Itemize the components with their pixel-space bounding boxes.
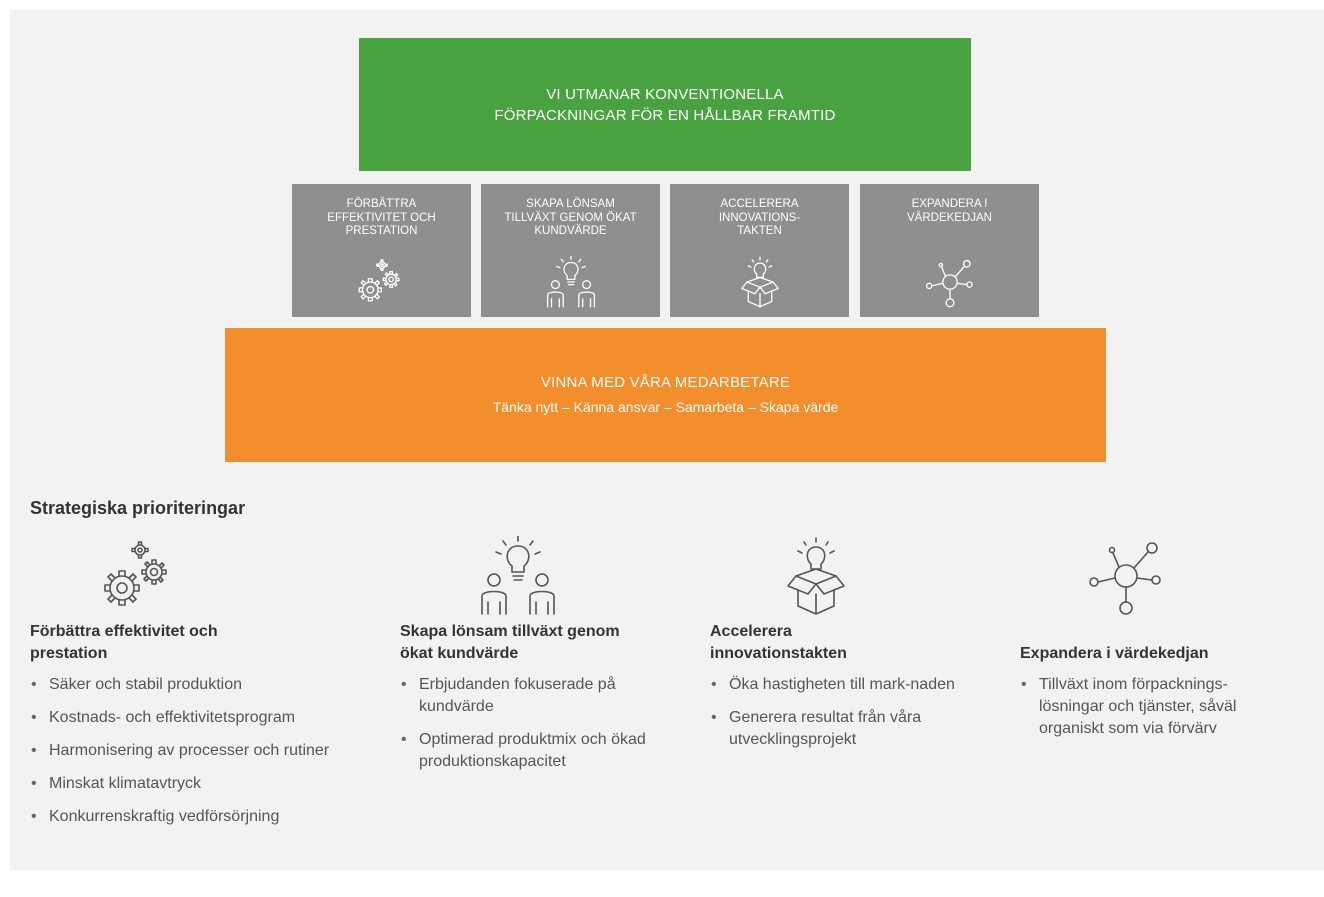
foundation-title: VINNA MED VÅRA MEDARBETARE bbox=[540, 374, 791, 391]
priority-bullet-list: Öka hastigheten till mark-naden Generera… bbox=[710, 674, 985, 751]
pillar-value-chain: EXPANDERA I VÄRDEKEDJAN bbox=[860, 184, 1039, 317]
gears-icon bbox=[104, 541, 167, 606]
priority-title: Accelerera innovationstakten bbox=[710, 623, 847, 662]
pillar-label-line: KUNDVÄRDE bbox=[534, 225, 607, 237]
priority-bullet-list: Säker och stabil produktion Kostnads- oc… bbox=[30, 674, 380, 828]
network-icon bbox=[925, 259, 973, 308]
network-icon bbox=[1089, 542, 1161, 615]
list-item: Kostnads- och effektivitetsprogram bbox=[30, 707, 380, 729]
gears-icon bbox=[358, 259, 400, 302]
priority-bullet-list: Tillväxt inom förpacknings-lösningar och… bbox=[1020, 674, 1305, 740]
list-item: Generera resultat från våra utvecklingsp… bbox=[710, 707, 985, 751]
pillar-label-line: TAKTEN bbox=[737, 225, 782, 237]
pillar-growth: SKAPA LÖNSAM TILLVÄXT GENOM ÖKAT KUNDVÄR… bbox=[481, 184, 660, 317]
pillar-label-line: SKAPA LÖNSAM bbox=[526, 198, 615, 210]
vision-line-1: VI UTMANAR KONVENTIONELLA bbox=[546, 85, 784, 103]
priority-bullet-list: Erbjudanden fokuserade på kundvärde Opti… bbox=[400, 674, 685, 773]
vision-box: VI UTMANAR KONVENTIONELLA FÖRPACKNINGAR … bbox=[359, 38, 971, 171]
pillar-label-line: INNOVATIONS- bbox=[718, 211, 801, 224]
pillar-innovation: ACCELERERA INNOVATIONS- TAKTEN bbox=[670, 184, 849, 317]
pillar-efficiency: FÖRBÄTTRA EFFEKTIVITET OCH PRESTATION bbox=[292, 184, 471, 317]
pillar-label-line: EXPANDERA I bbox=[911, 198, 988, 210]
pillar-label-line: TILLVÄXT GENOM ÖKAT bbox=[504, 211, 637, 224]
pillar-label-line: VÄRDEKEDJAN bbox=[907, 211, 992, 224]
priority-title: Förbättra effektivitet och prestation bbox=[30, 623, 218, 662]
pillar-label-line: PRESTATION bbox=[345, 225, 418, 237]
priority-efficiency: Förbättra effektivitet och prestation Sä… bbox=[30, 621, 380, 839]
pillar-label-line: ACCELERERA bbox=[720, 198, 799, 210]
priority-growth: Skapa lönsam tillväxt genom ökat kundvär… bbox=[400, 621, 685, 784]
list-item: Konkurrenskraftig vedförsörjning bbox=[30, 806, 380, 828]
box-lightbulb-icon bbox=[787, 537, 845, 615]
section-title: Strategiska prioriteringar bbox=[30, 498, 246, 518]
foundation-box: VINNA MED VÅRA MEDARBETARE Tänka nytt – … bbox=[225, 328, 1106, 462]
foundation-values: Tänka nytt – Känna ansvar – Samarbeta – … bbox=[492, 399, 839, 415]
list-item: Tillväxt inom förpacknings-lösningar och… bbox=[1020, 674, 1284, 740]
list-item: Säker och stabil produktion bbox=[30, 674, 380, 696]
list-item: Minskat klimatavtryck bbox=[30, 773, 380, 795]
pillar-label-line: EFFEKTIVITET OCH bbox=[327, 211, 436, 224]
pillar-label-line: FÖRBÄTTRA bbox=[346, 198, 417, 210]
list-item: Erbjudanden fokuserade på kundvärde bbox=[400, 674, 685, 718]
people-lightbulb-icon bbox=[546, 256, 595, 308]
list-item: Öka hastigheten till mark-naden bbox=[710, 674, 959, 696]
priority-innovation: Accelerera innovationstakten Öka hastigh… bbox=[710, 621, 985, 762]
list-item: Optimerad produktmix och ökad produktion… bbox=[400, 729, 685, 773]
box-lightbulb-icon bbox=[740, 256, 779, 308]
priority-value-chain: Expandera i värdekedjan Tillväxt inom fö… bbox=[1020, 643, 1305, 751]
list-item: Harmonisering av processer och rutiner bbox=[30, 740, 349, 762]
vision-line-2: FÖRPACKNINGAR FÖR EN HÅLLBAR FRAMTID bbox=[494, 106, 836, 124]
people-lightbulb-icon bbox=[481, 536, 555, 615]
priority-title: Expandera i värdekedjan bbox=[1020, 645, 1209, 662]
priority-title: Skapa lönsam tillväxt genom ökat kundvär… bbox=[400, 623, 620, 662]
